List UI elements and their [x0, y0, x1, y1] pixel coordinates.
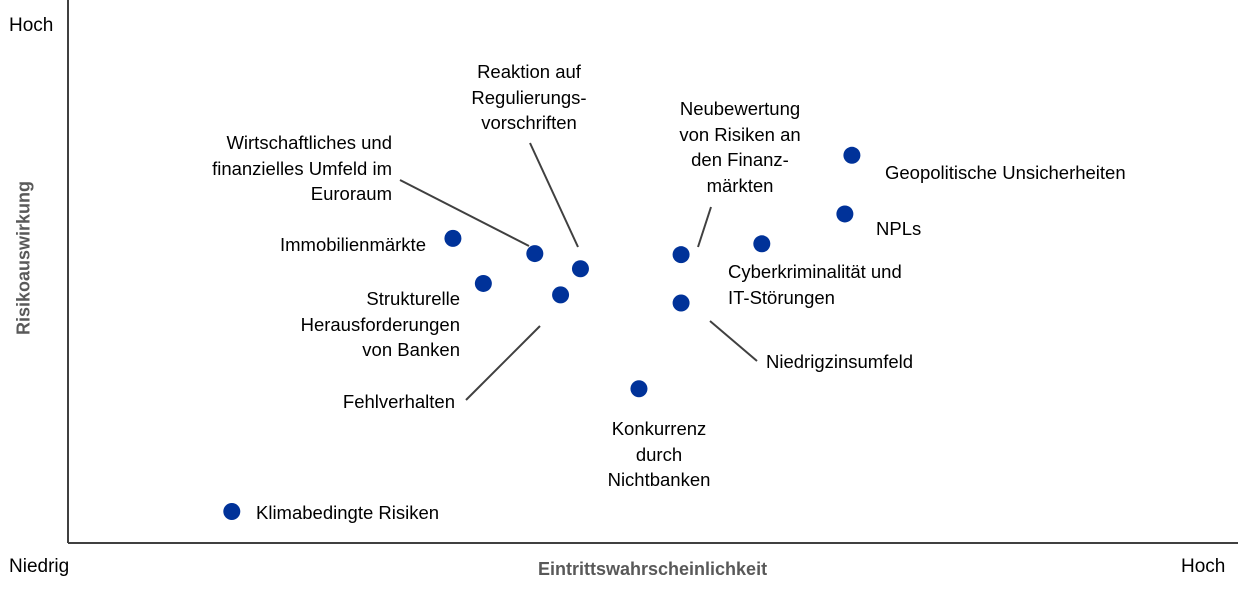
label-line: Fehlverhalten — [342, 391, 455, 412]
y-axis-title: Risikoauswirkung — [13, 180, 34, 336]
x-axis-low-label: Niedrig — [9, 556, 70, 577]
leader-niedrigzinsumfeld — [709, 320, 758, 362]
label-line: Geopolitische Unsicherheiten — [885, 162, 1126, 183]
axes — [67, 0, 1238, 544]
point-fehlverhalten — [552, 286, 570, 304]
leader-fehlverhalten — [465, 325, 541, 401]
point-immobilienmaerkte — [444, 229, 462, 247]
label-niedrigzinsumfeld: Niedrigzinsumfeld — [766, 349, 913, 375]
label-klimabedingte-risiken: Klimabedingte Risiken — [256, 500, 439, 526]
label-line: von Risiken an — [679, 123, 801, 145]
label-line: märkten — [706, 174, 774, 196]
label-line: Herausforderungen — [300, 313, 460, 335]
label-line: Cyberkriminalität und — [728, 261, 902, 282]
label-line: Neubewertung — [679, 98, 801, 119]
label-konkurrenz: Konkurrenz durch Nichtbanken — [559, 416, 759, 493]
label-line: den Finanz- — [691, 149, 789, 170]
label-line: finanzielles Umfeld im — [212, 157, 392, 179]
label-line: durch — [635, 443, 683, 465]
point-strukturelle-herausforderungen-von-banken — [474, 274, 492, 292]
data-points — [223, 146, 861, 521]
label-line: Regulierungs- — [471, 86, 587, 108]
y-axis-high-label: Hoch — [9, 15, 54, 36]
label-line: IT-Störungen — [728, 286, 835, 308]
leader-lines — [399, 142, 758, 401]
label-line: Konkurrenz — [611, 418, 707, 439]
label-line: Wirtschaftliches und — [226, 132, 392, 153]
point-reaktion-auf-regulierungsvorschriften — [571, 260, 589, 278]
x-axis-high-label: Hoch — [1181, 556, 1226, 577]
label-wirtschaft: Wirtschaftliches und finanzielles Umfeld… — [152, 130, 392, 207]
label-line: Klimabedingte Risiken — [256, 502, 440, 523]
point-npls — [836, 205, 854, 223]
label-line: NPLs — [876, 218, 922, 239]
point-neubewertung-von-risiken-an-den-finanzmaerkten — [672, 246, 690, 264]
label-strukturelle: Strukturelle Herausforderungen von Banke… — [240, 286, 460, 363]
leader-reaktion — [529, 142, 579, 248]
leader-neubewertung — [697, 206, 712, 248]
point-klimabedingte-risiken — [223, 503, 241, 521]
point-niedrigzinsumfeld — [672, 294, 690, 312]
label-geopolitische-unsicherheiten: Geopolitische Unsicherheiten — [885, 160, 1126, 186]
x-axis-title: Eintrittswahrscheinlichkeit — [538, 559, 768, 579]
label-line: vorschriften — [481, 112, 577, 133]
point-konkurrenz-durch-nichtbanken — [630, 380, 648, 398]
label-line: Niedrigzinsumfeld — [766, 351, 914, 372]
label-cyberkriminalitaet: Cyberkriminalität und IT-Störungen — [728, 259, 902, 310]
label-npls: NPLs — [876, 216, 921, 242]
label-line: Nichtbanken — [607, 469, 711, 490]
point-wirtschaftliches-und-finanzielles-umfeld-im-euroraum — [526, 245, 544, 263]
label-fehlverhalten: Fehlverhalten — [255, 389, 455, 415]
label-reaktion: Reaktion auf Regulierungs- vorschriften — [424, 59, 634, 136]
point-cyberkriminalitaet-und-it-stoerungen — [753, 235, 771, 253]
label-neubewertung: Neubewertung von Risiken an den Finanz- … — [635, 96, 845, 198]
label-line: Euroraum — [310, 183, 392, 204]
label-line: Immobilienmärkte — [280, 234, 426, 255]
label-immobilienmaerkte: Immobilienmärkte — [226, 232, 426, 258]
point-geopolitische-unsicherheiten — [843, 146, 861, 164]
label-line: Strukturelle — [366, 288, 460, 309]
label-line: von Banken — [362, 339, 460, 360]
leader-wirtschaft — [399, 179, 530, 247]
label-line: Reaktion auf — [477, 61, 581, 82]
